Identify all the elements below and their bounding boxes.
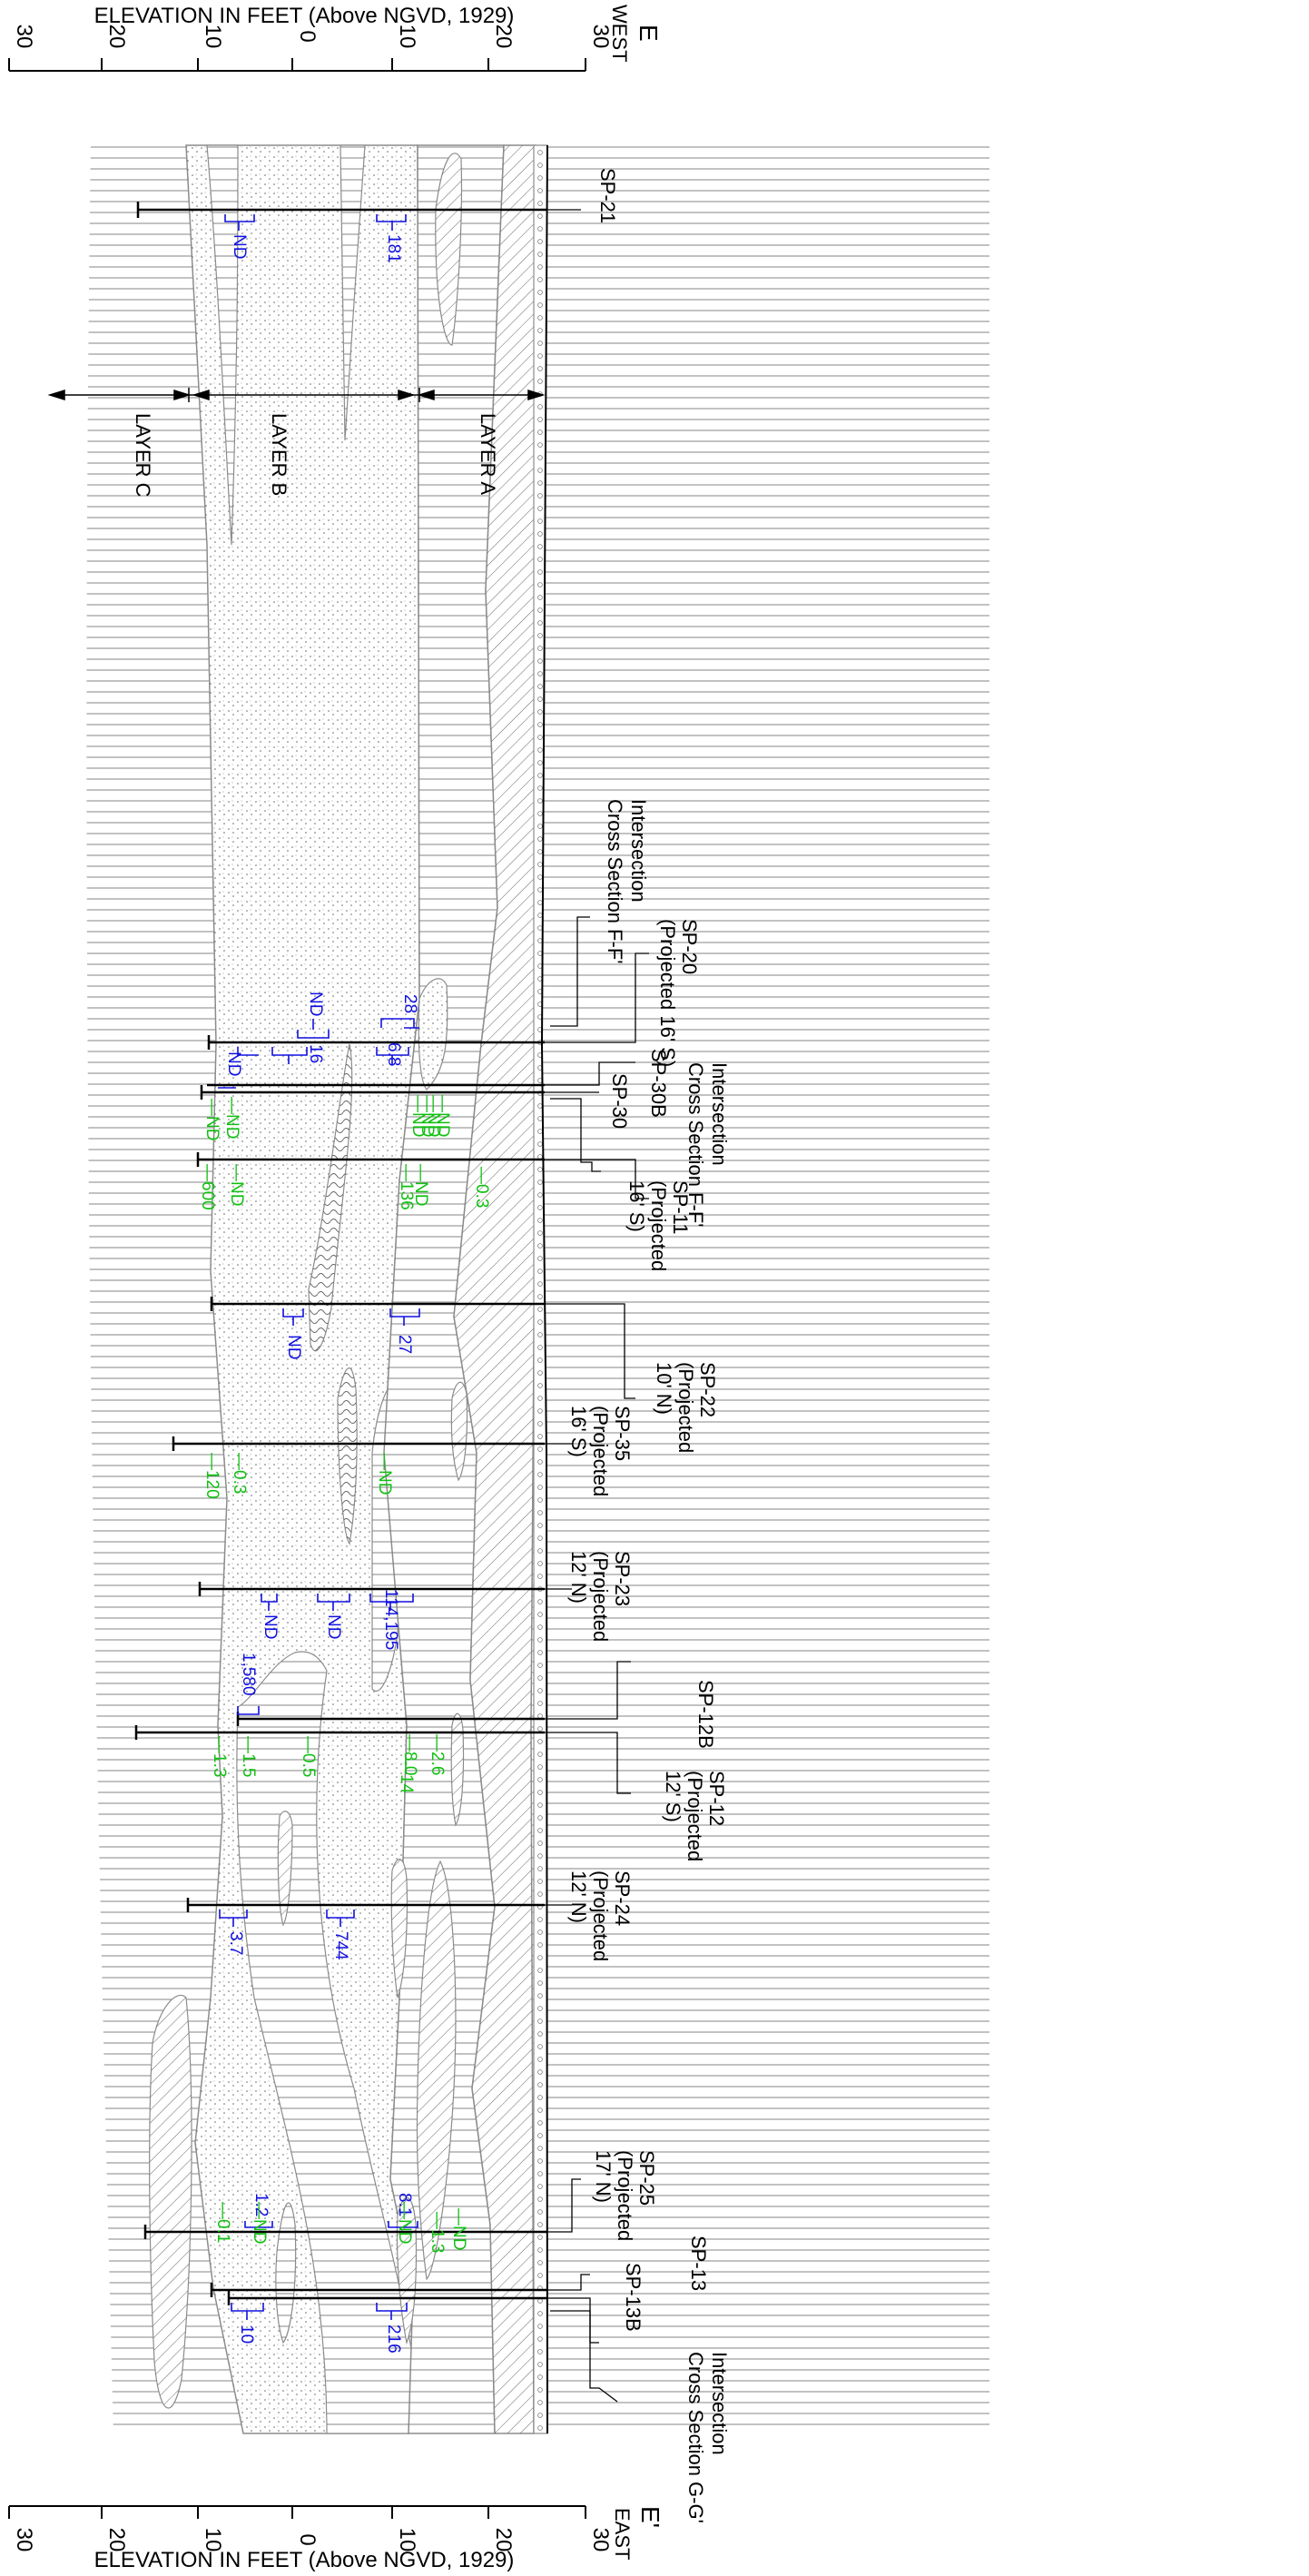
boring-label-sp-13: SP-13 bbox=[687, 2235, 710, 2291]
green-value-label: —ND bbox=[433, 1095, 452, 1137]
west-end-letter: E bbox=[635, 25, 663, 42]
boring-label-sp-30: SP-30 bbox=[608, 1073, 631, 1129]
bottom-tick-label: 10 bbox=[201, 2528, 225, 2552]
green-value-label: —ND bbox=[222, 1097, 241, 1139]
boring-label-sp-13b: SP-13B bbox=[622, 2263, 645, 2332]
green-value-label: —0.1 bbox=[213, 2202, 232, 2243]
top-tick-label: 20 bbox=[491, 25, 516, 49]
intersection-label-2: IntersectionCross Section G-G' bbox=[684, 2352, 731, 2523]
blue-value-label: 114,195 bbox=[381, 1589, 400, 1650]
bottom-axis-ticks: 30 20 10 0 10 20 30 bbox=[8, 2506, 613, 2552]
green-value-label: —1.3 bbox=[428, 2212, 447, 2253]
green-value-label: —ND bbox=[424, 1095, 443, 1137]
top-tick-label: 10 bbox=[395, 25, 419, 49]
top-axis-ticks: 30 20 10 0 10 20 30 bbox=[8, 25, 613, 71]
green-value-label: —136 bbox=[397, 1164, 416, 1210]
blue-value-label: ND bbox=[284, 1335, 303, 1359]
blue-value-label: ND bbox=[261, 1614, 280, 1639]
green-value-label: —ND bbox=[411, 1164, 430, 1206]
bottom-tick-label: 20 bbox=[104, 2528, 129, 2552]
green-value-label: —ND bbox=[418, 1095, 437, 1137]
blue-value-label: 181 bbox=[384, 234, 403, 263]
layer-b-label: LAYER B bbox=[268, 413, 290, 496]
green-value-label: —8.0 bbox=[400, 1734, 419, 1775]
green-value-label: —ND bbox=[395, 2202, 414, 2244]
green-value-label: —120 bbox=[202, 1453, 221, 1499]
intersection-label-0: IntersectionCross Section F-F' bbox=[604, 799, 650, 963]
boring-label-sp-11: SP-11(Projected16' S) bbox=[625, 1180, 692, 1271]
top-tick-label: 0 bbox=[295, 30, 320, 42]
boring-label-sp-25: SP-25(Projected17' N) bbox=[592, 2150, 658, 2241]
green-value-label: —ND bbox=[202, 1099, 221, 1140]
boring-label-sp-12b: SP-12B bbox=[694, 1680, 717, 1749]
green-value-label: —1.3 bbox=[210, 1736, 229, 1777]
ground-surface-line bbox=[540, 144, 548, 2434]
blue-value-label: ND bbox=[224, 1051, 243, 1076]
blue-value-label: ND bbox=[306, 992, 325, 1016]
top-tick-label: 30 bbox=[12, 25, 36, 49]
boring-label-sp-20: SP-20(Projected 16' S) bbox=[656, 919, 701, 1067]
boring-label-sp-30b: SP-30B bbox=[647, 1049, 670, 1118]
bottom-tick-label: 20 bbox=[491, 2528, 516, 2552]
callout-leaders bbox=[545, 209, 649, 2403]
green-value-label: —ND bbox=[408, 1095, 428, 1137]
bottom-tick-label: 0 bbox=[295, 2533, 320, 2545]
blue-value-label: 6.8 bbox=[384, 1042, 403, 1066]
blue-value-label: 8.1 bbox=[395, 2193, 414, 2216]
layer-c-label: LAYER C bbox=[132, 413, 154, 498]
boring-label-sp-22: SP-22(Projected10' N) bbox=[653, 1362, 719, 1453]
green-value-label: —0.3 bbox=[230, 1453, 249, 1494]
intersection-label-1: IntersectionCross Section F-F' bbox=[684, 1062, 731, 1227]
green-value-label: —0.3 bbox=[472, 1167, 491, 1208]
stratigraphy bbox=[86, 144, 990, 2434]
blue-value-label: 744 bbox=[331, 1931, 350, 1960]
east-end-letter: E' bbox=[636, 2506, 664, 2528]
green-value-label: —ND bbox=[449, 2208, 468, 2250]
boring-label-sp-24: SP-24(Projected12' N) bbox=[567, 1870, 634, 1961]
top-tick-label: 10 bbox=[201, 25, 225, 49]
top-tick-label: 20 bbox=[104, 25, 129, 49]
blue-value-label: 28 bbox=[400, 994, 419, 1013]
blue-value-label: 27 bbox=[395, 1335, 414, 1354]
bottom-tick-label: 10 bbox=[395, 2528, 419, 2552]
green-value-label: —600 bbox=[198, 1164, 217, 1210]
green-value-label: —2.6 bbox=[428, 1734, 447, 1775]
green-value-label: —0.5 bbox=[299, 1736, 318, 1777]
layer-arrows bbox=[47, 388, 546, 402]
layer-a-label: LAYER A bbox=[477, 413, 499, 495]
boring-lines bbox=[134, 202, 547, 2305]
boring-label-sp-23: SP-23(Projected12' N) bbox=[567, 1551, 634, 1642]
east-direction-label: EAST bbox=[611, 2508, 634, 2560]
green-value-label: —ND bbox=[250, 2202, 269, 2244]
west-direction-label: WEST bbox=[608, 5, 631, 63]
green-value-label: —ND bbox=[375, 1453, 394, 1495]
top-tick-label: 30 bbox=[588, 25, 613, 49]
blue-value-label: 1,580 bbox=[239, 1653, 258, 1696]
blue-value-label: 1.2 bbox=[251, 2193, 271, 2216]
boring-label-sp-21: SP-21 bbox=[596, 168, 619, 223]
blue-value-label: 216 bbox=[384, 2324, 403, 2354]
blue-value-label: ND bbox=[324, 1614, 343, 1639]
green-concentration-labels: —ND—ND—ND—ND—ND—ND—0.3—ND—600—136—ND—ND—… bbox=[198, 1095, 491, 2253]
green-value-label: —1.5 bbox=[239, 1736, 258, 1777]
bottom-tick-label: 30 bbox=[12, 2528, 36, 2552]
blue-value-label: 3.7 bbox=[226, 1931, 245, 1955]
green-value-label: —ND bbox=[227, 1164, 246, 1206]
green-value-label: —14 bbox=[397, 1757, 416, 1794]
blue-value-label: 10 bbox=[237, 2324, 256, 2344]
blue-value-label: ND bbox=[230, 234, 249, 259]
blue-value-label: 16 bbox=[306, 1044, 325, 1063]
axes bbox=[9, 70, 586, 2507]
blue-brackets bbox=[218, 214, 420, 2320]
bottom-axis-title: ELEVATION IN FEET (Above NGVD, 1929) bbox=[94, 2548, 515, 2572]
top-axis-title: ELEVATION IN FEET (Above NGVD, 1929) bbox=[94, 4, 515, 28]
bottom-tick-label: 30 bbox=[588, 2528, 613, 2552]
boring-label-sp-12: SP-12(Projected12' S) bbox=[662, 1771, 728, 1861]
intersection-labels: IntersectionCross Section F-F' Intersecti… bbox=[604, 799, 731, 2523]
boring-label-sp-35: SP-35(Projected16' S) bbox=[567, 1406, 634, 1496]
